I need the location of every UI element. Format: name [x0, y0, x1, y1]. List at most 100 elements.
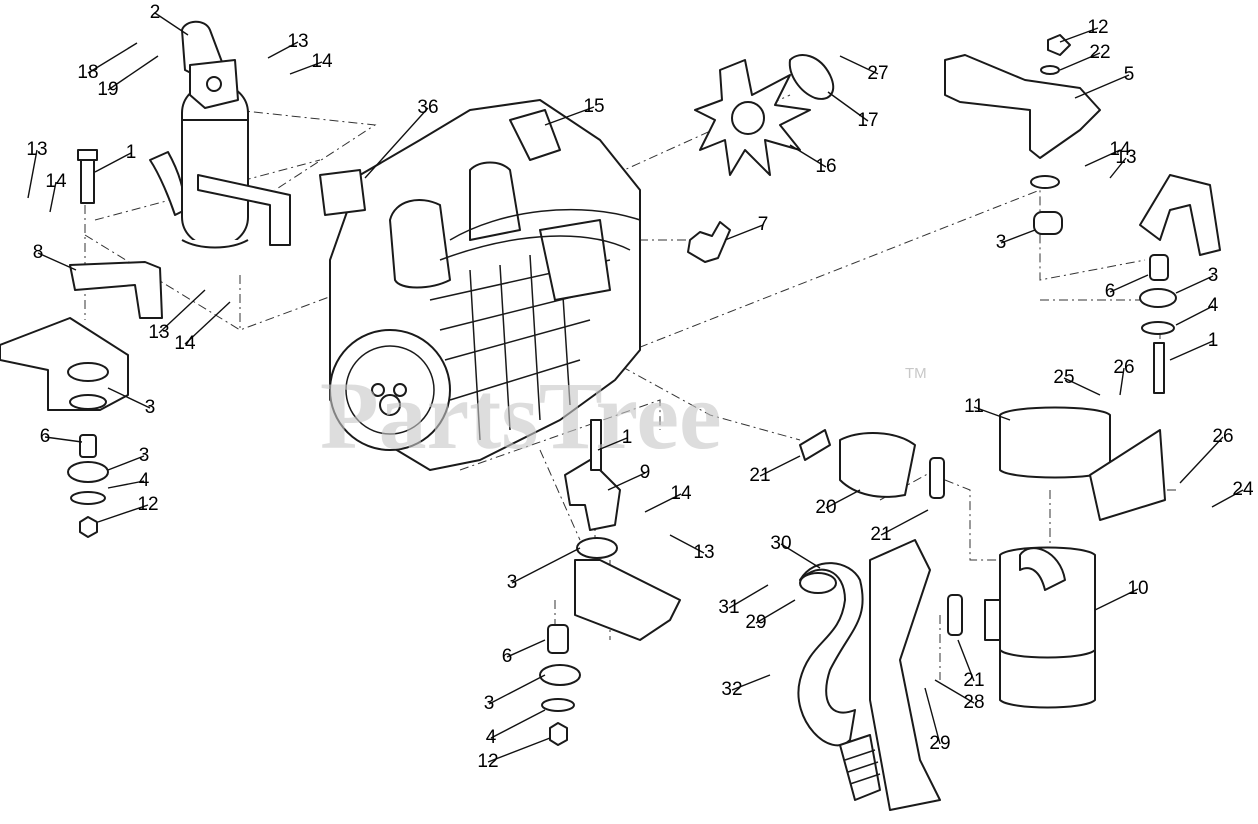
callout-leader-32	[597, 437, 628, 451]
callout-leader-50	[957, 639, 975, 682]
exhaust-pipe-part	[797, 539, 941, 811]
callout-leader-51	[731, 674, 771, 691]
callout-label-2: 2	[150, 2, 161, 23]
callout-label-18: 18	[77, 62, 98, 83]
callout-leader-19	[1000, 229, 1036, 244]
callout-leader-17	[49, 181, 57, 213]
callout-leader-56	[487, 737, 551, 763]
callout-leader-35	[607, 472, 646, 491]
callout-leader-47	[728, 584, 769, 609]
callout-leader-52	[488, 674, 546, 705]
callout-label-3: 3	[1208, 265, 1219, 286]
callout-leader-11	[1059, 52, 1101, 71]
callout-leader-1	[267, 41, 299, 59]
callout-label-16: 16	[815, 156, 836, 177]
callout-label-26: 26	[1212, 426, 1233, 447]
callout-label-14: 14	[311, 51, 333, 72]
callout-leader-3	[87, 42, 138, 74]
callout-leader-46	[1094, 588, 1139, 611]
engine-assembly	[319, 99, 641, 471]
callout-leader-26	[1169, 340, 1214, 361]
callout-label-5: 5	[1124, 64, 1135, 85]
callout-label-32: 32	[721, 679, 742, 700]
muffler-part	[149, 20, 291, 249]
left-mount-bracket	[0, 149, 163, 538]
fan-part	[694, 54, 835, 176]
callout-label-12: 12	[477, 751, 498, 772]
callout-leader-49	[506, 639, 546, 658]
callout-leader-42	[880, 509, 929, 536]
callout-label-13: 13	[693, 542, 714, 563]
callout-label-3: 3	[139, 445, 150, 466]
callout-leader-10	[1059, 27, 1099, 43]
callout-label-7: 7	[758, 214, 769, 235]
callout-leader-27	[107, 387, 151, 409]
svg-text:TM: TM	[905, 365, 927, 382]
callout-label-8: 8	[33, 242, 44, 263]
callout-label-29: 29	[745, 612, 766, 633]
callout-leader-15	[27, 149, 38, 199]
callout-leader-29	[1119, 367, 1125, 396]
callout-leader-14	[1109, 157, 1127, 179]
callout-leader-25	[184, 301, 231, 345]
callout-leader-5	[364, 107, 429, 179]
callout-leader-48	[755, 599, 796, 624]
callout-label-13: 13	[26, 139, 47, 160]
intake-hose-part	[799, 429, 963, 636]
callout-label-13: 13	[148, 322, 169, 343]
callout-leader-28	[1063, 377, 1101, 396]
callout-label-30: 30	[770, 533, 791, 554]
callout-label-26: 26	[1113, 357, 1134, 378]
callout-label-4: 4	[1208, 295, 1219, 316]
callout-label-25: 25	[1053, 367, 1074, 388]
callout-leader-45	[511, 547, 581, 584]
callout-label-36: 36	[417, 97, 438, 118]
callout-leader-44	[780, 543, 821, 569]
callout-leader-38	[1211, 489, 1244, 508]
callout-label-19: 19	[97, 79, 118, 100]
callout-leader-34	[107, 455, 145, 471]
callout-label-13: 13	[1115, 147, 1136, 168]
callout-leader-18	[724, 224, 764, 241]
callout-label-3: 3	[996, 232, 1007, 253]
callout-label-14: 14	[174, 333, 196, 354]
center-mount-bracket	[539, 419, 681, 746]
callout-leader-16	[94, 152, 132, 173]
callout-leader-23	[1175, 305, 1214, 326]
callout-label-24: 24	[1232, 479, 1254, 500]
callout-leader-30	[973, 406, 1011, 421]
callout-label-21: 21	[749, 465, 770, 486]
callout-label-10: 10	[1127, 578, 1148, 599]
callout-leader-24	[158, 289, 206, 334]
small-bracket-part	[687, 221, 731, 263]
callout-label-3: 3	[145, 397, 156, 418]
callout-leader-41	[825, 489, 861, 509]
callout-label-14: 14	[45, 171, 67, 192]
callout-label-1: 1	[1208, 330, 1219, 351]
callout-leader-43	[669, 534, 705, 554]
callout-label-13: 13	[287, 31, 308, 52]
callout-label-14: 14	[670, 483, 692, 504]
callout-leader-22	[1175, 275, 1214, 294]
callout-leader-53	[934, 679, 975, 704]
air-cleaner-part	[984, 406, 1166, 709]
right-upper-bracket	[944, 34, 1101, 235]
callout-label-9: 9	[640, 462, 651, 483]
callout-label-12: 12	[137, 494, 158, 515]
svg-text:PartsTree: PartsTree	[320, 362, 722, 469]
callout-leader-0	[154, 12, 189, 36]
callout-leader-2	[289, 61, 323, 75]
callout-leader-13	[1084, 149, 1121, 167]
callout-leader-8	[827, 91, 869, 122]
callout-label-27: 27	[867, 63, 888, 84]
callout-leaders	[27, 12, 1244, 763]
callout-label-21: 21	[963, 670, 984, 691]
callout-label-12: 12	[1087, 17, 1108, 38]
callout-label-6: 6	[502, 646, 513, 667]
callout-label-4: 4	[139, 470, 150, 491]
callout-label-14: 14	[1109, 139, 1131, 160]
callout-label-3: 3	[507, 572, 518, 593]
callout-leader-31	[44, 436, 83, 443]
callout-label-1: 1	[126, 142, 137, 163]
